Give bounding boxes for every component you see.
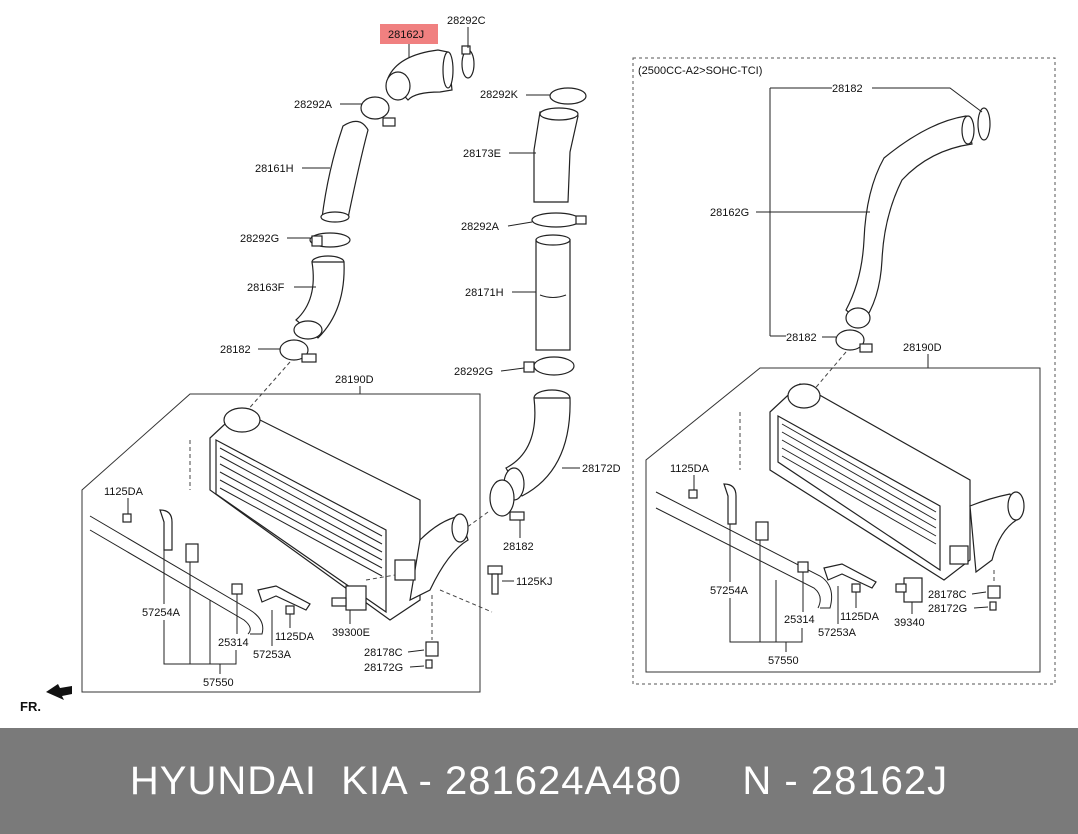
label-28182-right-bottom[interactable]: 28182 xyxy=(786,332,817,344)
label-1125DA-right-b[interactable]: 1125DA xyxy=(840,611,880,623)
label-28172G-left[interactable]: 28172G xyxy=(364,662,403,674)
assembly-box-right xyxy=(645,367,1041,673)
pipe-right[interactable] xyxy=(655,483,833,609)
label-28292G-left[interactable]: 28292G xyxy=(240,233,279,245)
grommet-28178C-right[interactable] xyxy=(987,585,1001,599)
label-28292A-mid[interactable]: 28292A xyxy=(461,221,500,233)
label-1125DA-right-a[interactable]: 1125DA xyxy=(670,463,710,475)
label-28171H[interactable]: 28171H xyxy=(465,287,504,299)
bolt-1125DA-right-a[interactable] xyxy=(688,489,698,499)
label-28162J[interactable]: 28162J xyxy=(388,29,424,41)
bolt-1125DA-left-a[interactable] xyxy=(122,513,132,523)
hose-28161H[interactable] xyxy=(320,120,369,223)
sensor-39300E[interactable] xyxy=(331,585,367,611)
bolt-1125DA-right-b[interactable] xyxy=(851,583,861,593)
orientation-label: FR. xyxy=(20,699,41,714)
hose-28162G[interactable] xyxy=(845,115,975,329)
label-28182-left-top[interactable]: 28182 xyxy=(220,344,251,356)
part-number-caption: HYUNDAI KIA - 281624A480 N - 28162J xyxy=(129,758,949,803)
label-1125DA-left-a[interactable]: 1125DA xyxy=(104,486,144,498)
bolt-1125DA-left-b[interactable] xyxy=(285,605,295,615)
highlight-box xyxy=(380,24,438,44)
label-57550-left[interactable]: 57550 xyxy=(203,677,234,689)
label-28173E[interactable]: 28173E xyxy=(463,148,501,160)
label-25314-right[interactable]: 25314 xyxy=(784,614,815,626)
label-28163F[interactable]: 28163F xyxy=(247,282,285,294)
bolt-28172G-left[interactable] xyxy=(425,659,433,669)
label-25314-left[interactable]: 25314 xyxy=(218,637,249,649)
bolt-25314-left[interactable] xyxy=(231,583,243,595)
label-28172D[interactable]: 28172D xyxy=(582,463,621,475)
intercooler-right[interactable] xyxy=(769,383,1025,581)
label-1125DA-left-b[interactable]: 1125DA xyxy=(275,631,315,643)
label-57254A-right[interactable]: 57254A xyxy=(710,585,749,597)
pipe-left[interactable] xyxy=(89,509,264,635)
label-28190D-left[interactable]: 28190D xyxy=(335,374,374,386)
label-57254A-left[interactable]: 57254A xyxy=(142,607,181,619)
bracket-57253A-right[interactable] xyxy=(823,563,877,589)
label-57253A-left[interactable]: 57253A xyxy=(253,649,292,661)
label-57550-right[interactable]: 57550 xyxy=(768,655,799,667)
label-1125KJ[interactable]: 1125KJ xyxy=(516,576,553,588)
clamp-28182-mid[interactable] xyxy=(489,479,525,521)
clamp-28182-left-top[interactable] xyxy=(279,339,317,363)
label-28292A-left[interactable]: 28292A xyxy=(294,99,333,111)
footer-bar: HYUNDAI KIA - 281624A480 N - 28162J xyxy=(0,728,1078,834)
label-39340[interactable]: 39340 xyxy=(894,617,925,629)
clamp-28292K[interactable] xyxy=(549,87,587,105)
clamp-28292A-mid[interactable] xyxy=(531,212,587,228)
label-28178C-right[interactable]: 28178C xyxy=(928,589,967,601)
bolt-25314-right[interactable] xyxy=(797,561,809,573)
front-arrow-icon xyxy=(46,684,72,700)
elbow-hose-28162J[interactable] xyxy=(385,49,454,101)
variant-box xyxy=(632,57,1056,685)
bracket-57253A-left[interactable] xyxy=(257,585,311,611)
clamp-28182-right-top[interactable] xyxy=(977,107,991,141)
hose-28173E[interactable] xyxy=(533,107,579,203)
label-28292K[interactable]: 28292K xyxy=(480,89,519,101)
label-28178C-left[interactable]: 28178C xyxy=(364,647,403,659)
label-28292G-mid[interactable]: 28292G xyxy=(454,366,493,378)
label-28162G[interactable]: 28162G xyxy=(710,207,749,219)
intercooler-left[interactable] xyxy=(209,407,469,621)
hose-28163F[interactable] xyxy=(293,255,345,340)
variant-label: (2500CC-A2>SOHC-TCI) xyxy=(638,65,762,77)
bolt-28172G-right[interactable] xyxy=(989,601,997,611)
clamp-28292A-left[interactable] xyxy=(360,96,396,127)
clamp-28292G-left[interactable] xyxy=(309,232,351,248)
label-28172G-right[interactable]: 28172G xyxy=(928,603,967,615)
label-28182-mid[interactable]: 28182 xyxy=(503,541,534,553)
label-28182-right-top[interactable]: 28182 xyxy=(832,83,863,95)
sensor-39340[interactable] xyxy=(895,577,923,603)
label-57253A-right[interactable]: 57253A xyxy=(818,627,857,639)
hose-28172D[interactable] xyxy=(503,389,571,501)
clamp-28292C[interactable] xyxy=(461,45,475,79)
label-39300E[interactable]: 39300E xyxy=(332,627,370,639)
label-28190D-right[interactable]: 28190D xyxy=(903,342,942,354)
parts-diagram: 28162J 28292C 28292A 28161H 28292G 28163… xyxy=(20,15,1056,714)
grommet-28178C-left[interactable] xyxy=(425,641,439,657)
assembly-box-left xyxy=(81,393,481,693)
bolt-1125KJ[interactable] xyxy=(487,565,503,595)
label-28292C[interactable]: 28292C xyxy=(447,15,486,27)
clamp-28182-right-bottom[interactable] xyxy=(835,329,873,353)
pipe-28171H[interactable] xyxy=(535,234,571,351)
clamp-28292G-mid[interactable] xyxy=(523,356,575,376)
label-28161H[interactable]: 28161H xyxy=(255,163,294,175)
